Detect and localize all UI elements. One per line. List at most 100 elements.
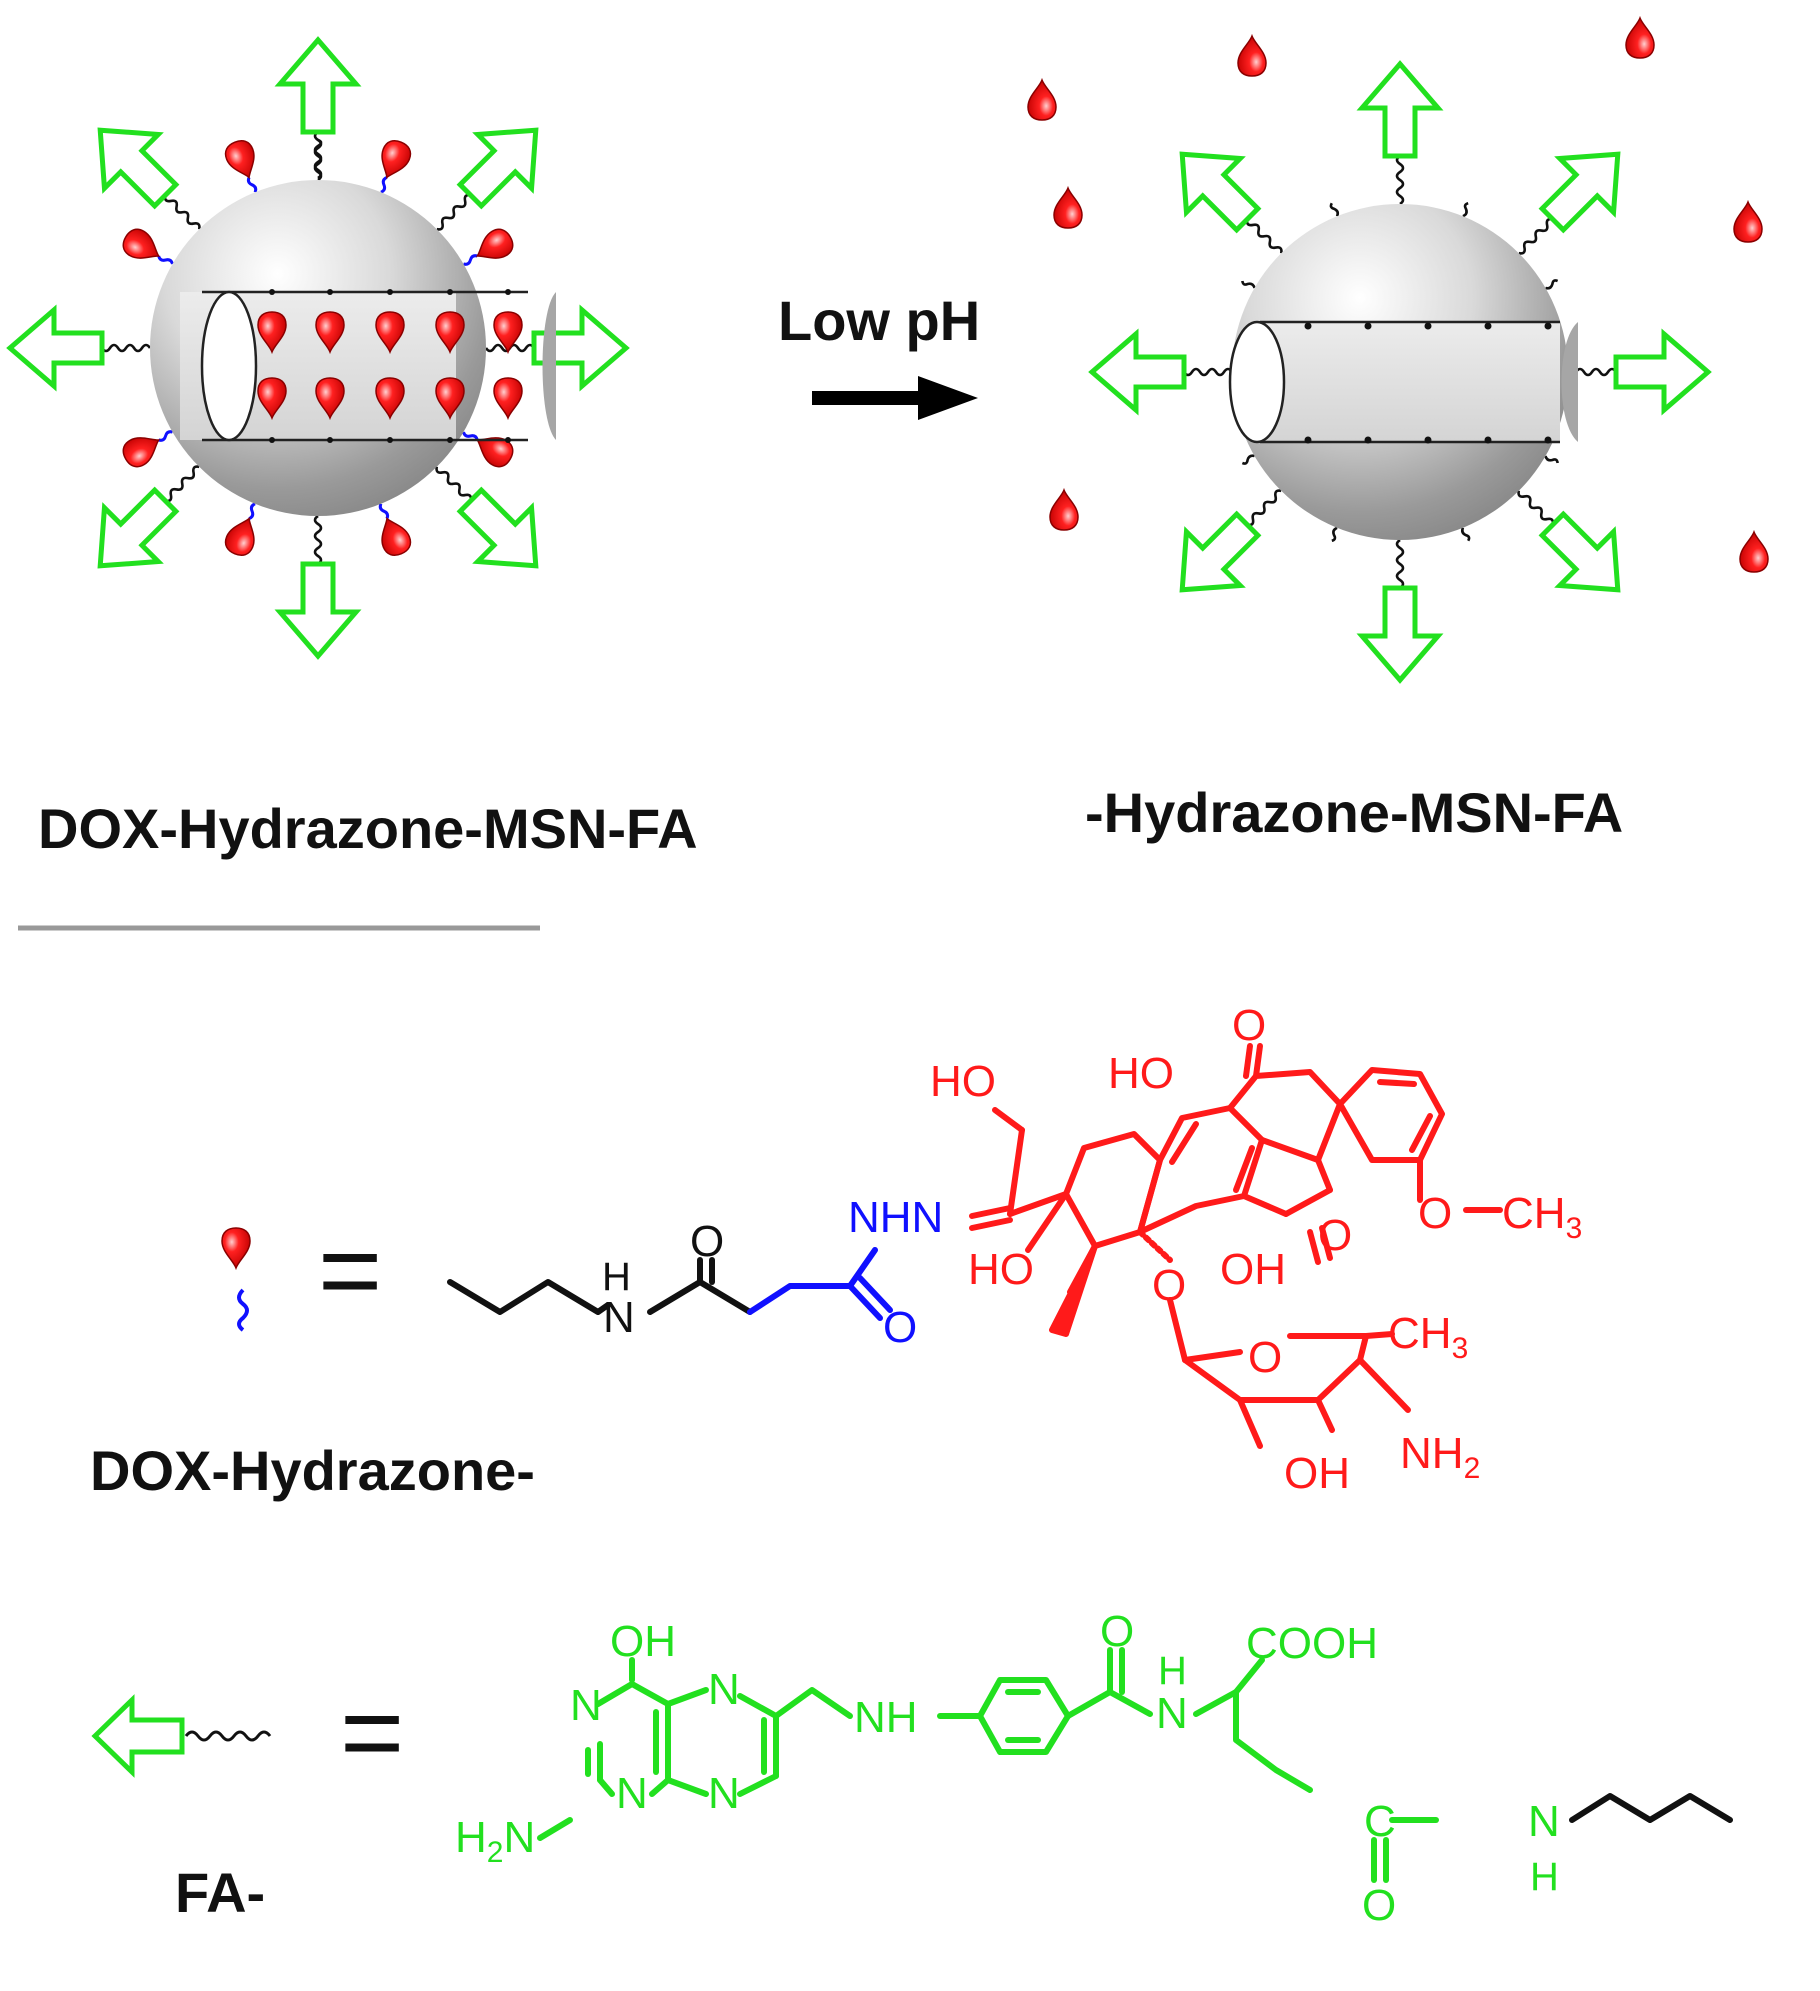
hydrazone-linker	[378, 503, 390, 520]
hydrazone-linker	[158, 430, 173, 442]
right-particle	[1027, 15, 1769, 684]
amide-o: O	[690, 1217, 724, 1266]
drug-drop	[381, 140, 412, 179]
released-drug	[1237, 33, 1267, 77]
stub-wiggle	[1241, 454, 1255, 465]
right-pore-channel	[1228, 320, 1578, 444]
pore-anchor	[505, 437, 511, 443]
pore-anchor	[327, 437, 333, 443]
fa-carbonyl-o: O	[1100, 1607, 1134, 1656]
surface-drug	[122, 228, 174, 265]
folate-ligand	[435, 466, 539, 569]
hydrazone-linker	[463, 254, 478, 266]
folate-arrow	[274, 36, 362, 135]
linker-wiggle	[1395, 154, 1405, 206]
dox-quinone-o-bottom: O	[1318, 1211, 1352, 1260]
folate-arrow	[1179, 151, 1262, 234]
dox-equals-sign: =	[318, 1209, 382, 1332]
drug-drop	[475, 228, 514, 259]
pore-stub	[1544, 436, 1552, 444]
drug-drop	[122, 228, 161, 259]
dox-methoxy-ch3: CH3	[1502, 1189, 1582, 1245]
dox-ether-o: O	[1152, 1261, 1186, 1310]
folate-ligand	[1179, 489, 1282, 593]
folate-arrow	[456, 486, 539, 569]
folate-arrow	[1356, 585, 1444, 684]
folate-arrow	[1538, 151, 1621, 234]
pore-drug	[493, 377, 523, 421]
released-drug	[1053, 185, 1083, 229]
linker-wiggle	[1245, 219, 1283, 254]
hydrazone-linker	[248, 502, 256, 520]
pore-drug	[315, 311, 345, 355]
drug-drop	[224, 140, 255, 179]
pore-anchor	[387, 437, 393, 443]
fa-oh-top: OH	[610, 1617, 676, 1666]
hydrazone-stub	[1545, 279, 1559, 290]
hydrazone-nhn: NHN	[848, 1193, 943, 1242]
right-empty-hydrazone-stubs	[1304, 322, 1552, 444]
dox-ho-ring: HO	[1108, 1049, 1174, 1098]
pore-anchor	[447, 289, 453, 295]
right-ligand-shell	[1088, 60, 1712, 684]
dox-legend-symbol	[221, 1227, 251, 1332]
folate-ligand	[274, 514, 362, 660]
sugar-nh2: NH2	[1400, 1429, 1480, 1485]
pore-drug	[435, 311, 465, 355]
folate-ligand	[1518, 151, 1621, 255]
left-loaded-drugs	[257, 289, 523, 443]
folate-arrow	[6, 304, 105, 392]
amide-h: H	[602, 1255, 631, 1299]
surface-drug	[224, 140, 258, 193]
fa-n3: N	[616, 1769, 648, 1818]
linker-wiggle	[436, 193, 471, 231]
stub-wiggle	[1460, 527, 1471, 542]
folate-arrow	[531, 304, 630, 392]
pore-anchor	[387, 289, 393, 295]
fa-amide2-n: N	[1528, 1797, 1560, 1846]
hydrazone-stub	[1241, 280, 1256, 289]
sugar-oh: OH	[1284, 1449, 1350, 1498]
hydrazone-stub	[1544, 455, 1559, 464]
folate-ligand	[97, 465, 200, 569]
pore-stub	[1304, 436, 1312, 444]
hydrazide-o: O	[883, 1303, 917, 1352]
folate-ligand	[1566, 328, 1712, 416]
dox-hydrazone-structure: H N O O NHN	[447, 1001, 1582, 1498]
drug-drop	[381, 517, 412, 556]
drug-drop	[224, 517, 255, 556]
pore-stub	[1364, 322, 1372, 330]
linker-wiggle	[435, 466, 473, 501]
linker-wiggle	[313, 130, 323, 182]
fa-h2n: H2N	[455, 1813, 535, 1869]
hydrazone-stub	[1241, 454, 1255, 465]
pore-drug	[257, 377, 287, 421]
fa-n2: N	[708, 1665, 740, 1714]
surface-drug	[122, 430, 173, 468]
pore-drug	[435, 377, 465, 421]
pore-stub	[1364, 436, 1372, 444]
pore-drug	[315, 377, 345, 421]
dox-methoxy-o: O	[1418, 1189, 1452, 1238]
amide-n: N	[603, 1293, 635, 1342]
linker-wiggle	[1517, 490, 1555, 525]
fa-legend-symbol	[91, 1694, 272, 1778]
dox-ho-top: HO	[930, 1057, 996, 1106]
released-drug	[1733, 199, 1763, 243]
low-ph-label: Low pH	[778, 289, 980, 352]
fa-amide-h: H	[1158, 1649, 1187, 1693]
linker-wiggle	[1182, 367, 1234, 377]
fa-amide-o: O	[1362, 1881, 1396, 1930]
sugar-ch3: CH3	[1388, 1309, 1468, 1365]
linker-wiggle	[163, 195, 201, 230]
released-drug	[1625, 15, 1655, 59]
fa-n1: N	[570, 1681, 602, 1730]
linker-wiggle	[1395, 538, 1405, 590]
hydrazone-linker	[462, 431, 479, 441]
folate-ligand	[436, 127, 539, 231]
drug-drop	[475, 437, 514, 468]
pore-stub	[1484, 436, 1492, 444]
hydrazone-linker	[157, 255, 174, 265]
stub-wiggle	[1545, 279, 1559, 290]
